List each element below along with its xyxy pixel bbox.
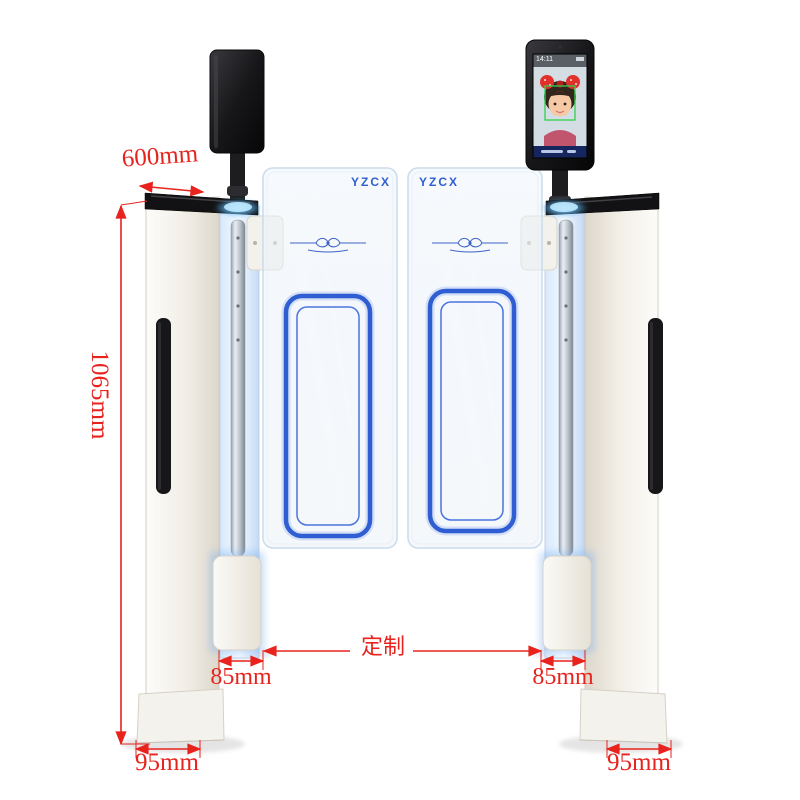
right-glass-blue-outline — [427, 288, 517, 534]
glass-brand-left: YZCX — [350, 175, 391, 189]
right-pedestal — [540, 196, 668, 744]
left-glass-wing — [262, 167, 398, 549]
left-base-plinth — [136, 688, 225, 744]
right-top-cap — [540, 192, 660, 217]
right-glass-wing — [407, 167, 543, 549]
left-glass-blue-outline — [283, 293, 373, 539]
dim-height-label: 1065mm — [86, 350, 113, 440]
dim-right-base-label: 95mm — [607, 749, 671, 776]
face-detect-box — [544, 85, 576, 121]
child-shirt — [544, 130, 576, 146]
passage-custom-label: 定制 — [360, 634, 405, 659]
terminal-screen — [532, 53, 588, 159]
screen-clock: 14:11 — [536, 56, 553, 63]
right-hinge-shaft — [558, 219, 574, 557]
camera-icon — [558, 45, 562, 49]
child-face — [548, 91, 572, 117]
left-top-cap — [144, 192, 262, 217]
right-column-base — [542, 555, 592, 651]
dim-left-base-label: 95mm — [135, 749, 199, 776]
left-column-base — [212, 555, 262, 651]
screen-status-bar — [533, 54, 587, 67]
right-base-plinth — [579, 688, 668, 744]
face-recognition-terminal — [525, 39, 595, 212]
red-bow-icon — [540, 75, 554, 89]
dim-left-column-label: 85mm — [210, 664, 272, 690]
dim-line-600 — [138, 181, 205, 197]
dimension-lines — [115, 181, 673, 758]
dim-right-column-label: 85mm — [532, 664, 594, 690]
left-pedestal — [136, 196, 264, 744]
right-cabinet-body — [584, 196, 659, 721]
left-hinge-shaft — [230, 219, 246, 557]
glass-brand-right: YZCX — [418, 175, 459, 189]
left-reader-panel — [209, 49, 265, 210]
